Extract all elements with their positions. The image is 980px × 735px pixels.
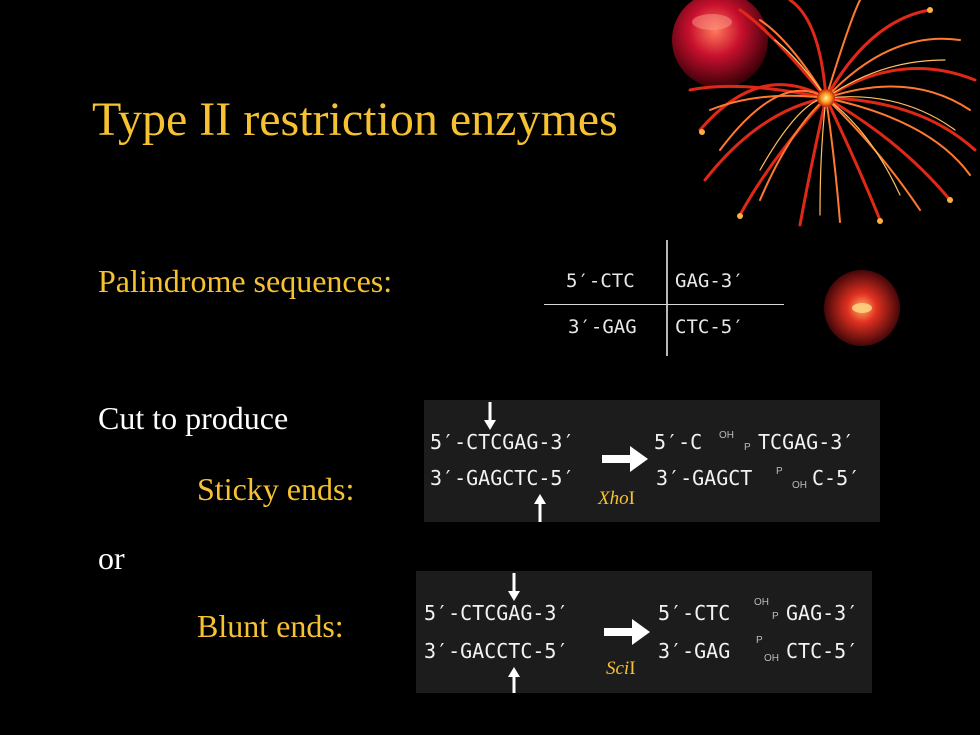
- blunt-product-bottom-right: CTC-5′: [786, 639, 859, 663]
- sticky-product-top-left: 5′-C: [654, 430, 703, 454]
- sticky-ends-reaction: 5′-CTCGAG-3′ 3′-GAGCTC-5′ XhoI 5′-C OH P…: [424, 400, 880, 522]
- blunt-enzyme-name: SciI: [606, 658, 636, 680]
- blunt-substrate-bottom: 3′-GACCTC-5′: [424, 639, 569, 663]
- palindrome-bottom-left: 3′-GAG: [568, 316, 637, 338]
- sticky-product-bottom-right: C-5′: [812, 466, 861, 490]
- blunt-product-bottom-oh: OH: [764, 653, 779, 664]
- sticky-substrate-top: 5′-CTCGAG-3′: [430, 430, 575, 454]
- cut-label: Cut to produce: [98, 400, 289, 436]
- sticky-substrate-bottom: 3′-GAGCTC-5′: [430, 466, 575, 490]
- red-orb-top: [672, 0, 768, 88]
- cut-down-arrow-icon: [508, 573, 520, 601]
- red-orb-small: [824, 270, 900, 346]
- blunt-product-top-oh: OH: [754, 597, 769, 608]
- cut-up-arrow-icon: [508, 667, 520, 693]
- blunt-ends-reaction: 5′-CTCGAG-3′ 3′-GACCTC-5′ SciI 5′-CTC OH…: [416, 571, 872, 693]
- blunt-product-top-p: P: [772, 611, 779, 622]
- sticky-enzyme-name: XhoI: [598, 488, 635, 510]
- cut-down-arrow-icon: [484, 402, 496, 430]
- sticky-enzyme-suffix: I: [628, 488, 635, 509]
- palindrome-vertical-divider: [666, 240, 668, 356]
- sticky-product-top-p: P: [744, 442, 751, 453]
- palindrome-label: Palindrome sequences:: [98, 263, 393, 299]
- blunt-enzyme-suffix: I: [629, 658, 636, 679]
- blunt-ends-label: Blunt ends:: [197, 608, 344, 644]
- or-label: or: [98, 540, 125, 576]
- sticky-product-bottom-oh: OH: [792, 480, 807, 491]
- palindrome-top-right: GAG-3′: [675, 270, 744, 292]
- palindrome-bottom-right: CTC-5′: [675, 316, 744, 338]
- slide-title: Type II restriction enzymes: [92, 93, 618, 146]
- flower-burst: [688, 0, 977, 227]
- sticky-enzyme-italic: Xho: [598, 488, 629, 509]
- palindrome-top-left: 5′-CTC: [566, 270, 635, 292]
- reaction-arrow-icon: [602, 446, 648, 472]
- sticky-product-top-oh: OH: [719, 430, 734, 441]
- cut-up-arrow-icon: [534, 494, 546, 522]
- blunt-enzyme-italic: Sci: [606, 658, 630, 679]
- blunt-product-bottom-left: 3′-GAG: [658, 639, 731, 663]
- sticky-ends-label: Sticky ends:: [197, 471, 355, 507]
- sticky-product-bottom-p: P: [776, 466, 783, 477]
- blunt-product-bottom-p: P: [756, 635, 763, 646]
- blunt-product-top-right: GAG-3′: [786, 601, 859, 625]
- palindrome-horizontal-divider: [544, 304, 784, 305]
- palindrome-table: 5′-CTC GAG-3′ 3′-GAG CTC-5′: [544, 240, 784, 356]
- reaction-arrow-icon: [604, 619, 650, 645]
- sticky-product-bottom-left: 3′-GAGCT: [656, 466, 753, 490]
- blunt-substrate-top: 5′-CTCGAG-3′: [424, 601, 569, 625]
- sticky-product-top-right: TCGAG-3′: [758, 430, 855, 454]
- blunt-product-top-left: 5′-CTC: [658, 601, 731, 625]
